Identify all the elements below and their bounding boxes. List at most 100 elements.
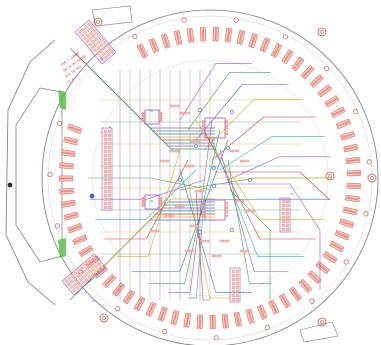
header-pin — [81, 274, 86, 279]
header-pin — [99, 43, 104, 48]
header-pin — [94, 31, 99, 36]
header-pin — [80, 27, 85, 32]
passive-pad — [194, 189, 200, 193]
header-pin — [281, 219, 285, 223]
pad — [281, 49, 291, 63]
pad-pair — [224, 27, 232, 43]
header-pin — [83, 24, 89, 30]
pad — [303, 67, 315, 79]
pad — [221, 314, 226, 329]
pad-pair — [59, 162, 74, 170]
mounting-hole-drill — [320, 320, 324, 324]
passive-pad — [194, 224, 200, 228]
outer-circle — [41, 9, 379, 345]
header-pin — [69, 285, 74, 290]
header-pin — [72, 288, 77, 293]
header-pin — [84, 272, 89, 277]
inner-keepout-circle — [47, 15, 373, 341]
header-pin — [104, 49, 109, 54]
pad-pair — [122, 289, 135, 305]
header-pin — [88, 42, 93, 47]
ic-pin — [158, 115, 163, 117]
header-pin — [107, 177, 111, 181]
header-pin — [98, 48, 103, 54]
header-pin — [107, 161, 111, 165]
ring-trace — [187, 72, 271, 131]
pad — [268, 301, 277, 315]
connector-bottom-center — [229, 267, 241, 303]
header-pin — [67, 276, 72, 281]
ic-pin — [141, 203, 146, 206]
pad-pair — [134, 296, 146, 311]
pad — [284, 51, 294, 64]
pad — [324, 251, 338, 261]
pad — [215, 26, 219, 42]
header-pin — [285, 203, 289, 207]
pad — [60, 199, 76, 205]
header-pin — [84, 277, 89, 282]
pad-pair — [346, 170, 362, 177]
pad-pair — [289, 286, 302, 301]
mounting-hole-drill — [320, 30, 324, 34]
header-pin — [101, 52, 106, 57]
ring-trace — [211, 139, 304, 257]
header-pin — [285, 227, 289, 231]
header-pin — [103, 157, 107, 161]
passive-pad — [189, 164, 195, 168]
header-pin — [107, 169, 111, 173]
pad-pair — [334, 229, 350, 241]
header-pin — [77, 30, 82, 35]
pad — [61, 149, 76, 155]
pad-pair — [136, 43, 148, 59]
header-pin — [88, 263, 93, 269]
header-pin — [281, 203, 285, 207]
pad-pair — [60, 199, 76, 208]
header-pin — [235, 277, 239, 281]
pad-pair — [196, 314, 204, 329]
pad — [176, 30, 183, 45]
header-pin — [103, 197, 107, 201]
pad-pair — [324, 95, 340, 108]
mounting-holes — [7, 17, 377, 327]
pad-pair — [330, 106, 346, 118]
pad-pair — [102, 274, 116, 288]
ic-pin — [141, 205, 146, 207]
header-pin — [90, 267, 96, 272]
via — [198, 230, 202, 234]
via — [198, 108, 202, 112]
ic-pin — [158, 118, 163, 121]
passive-pad — [154, 229, 160, 233]
pad — [340, 131, 355, 138]
ring-trace — [203, 129, 316, 240]
pad-pair — [60, 149, 76, 158]
passive-pad — [174, 149, 180, 153]
pad — [136, 45, 146, 59]
header-pin — [107, 205, 111, 209]
ring-trace — [195, 84, 289, 141]
pad — [202, 26, 207, 42]
header-pin — [103, 141, 107, 145]
mounting-hole — [99, 313, 109, 323]
index-hole — [309, 298, 315, 304]
header-pin — [90, 272, 95, 277]
ic-pin — [141, 111, 146, 114]
left-edge-outline — [5, 39, 56, 306]
lower-bus-trace — [90, 198, 215, 280]
header-pin — [72, 282, 77, 287]
header-pin — [103, 153, 107, 157]
header-pin — [82, 36, 88, 41]
pad — [330, 240, 344, 250]
passive-pad — [204, 239, 210, 243]
pad — [196, 314, 201, 329]
header-pin — [103, 185, 107, 189]
ic-pin — [141, 116, 146, 119]
passive-pad — [149, 229, 155, 233]
pad — [236, 29, 243, 45]
header-pin — [66, 281, 72, 287]
pad — [346, 185, 361, 190]
ic-pin — [141, 118, 146, 121]
header-pin — [281, 215, 285, 219]
ic-pin — [158, 201, 163, 204]
ring-trace — [179, 63, 252, 121]
